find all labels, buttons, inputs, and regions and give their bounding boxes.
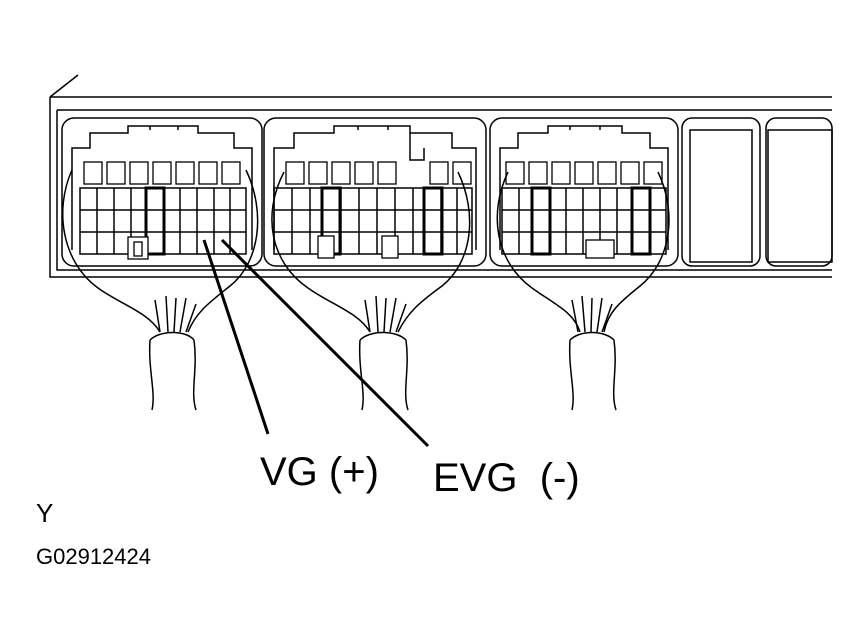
connector-3-top-pins [505, 161, 663, 185]
connector-1-top-pins [83, 161, 241, 185]
connector-1-harness [61, 169, 259, 411]
figure-code: G02912424 [36, 544, 151, 569]
evg-terminal-label: EVG (-) [433, 456, 580, 500]
vg-terminal-label: VG (+) [260, 450, 379, 494]
connector-1-pin-grid [79, 186, 247, 260]
connector-3 [489, 117, 679, 411]
connector-1 [61, 117, 263, 411]
connector-2 [263, 117, 487, 411]
ecu-housing [49, 74, 833, 278]
callout-leaders [202, 238, 430, 448]
connector-letter: Y [36, 498, 54, 528]
evg-leader [220, 238, 430, 448]
connector-3-harness [496, 171, 670, 411]
connector-2-pin-grid [273, 186, 473, 259]
connector-2-top-pins [285, 161, 472, 185]
connector-3-pin-grid [501, 186, 667, 259]
vg-leader [202, 239, 270, 435]
connector-2-harness [271, 171, 471, 411]
